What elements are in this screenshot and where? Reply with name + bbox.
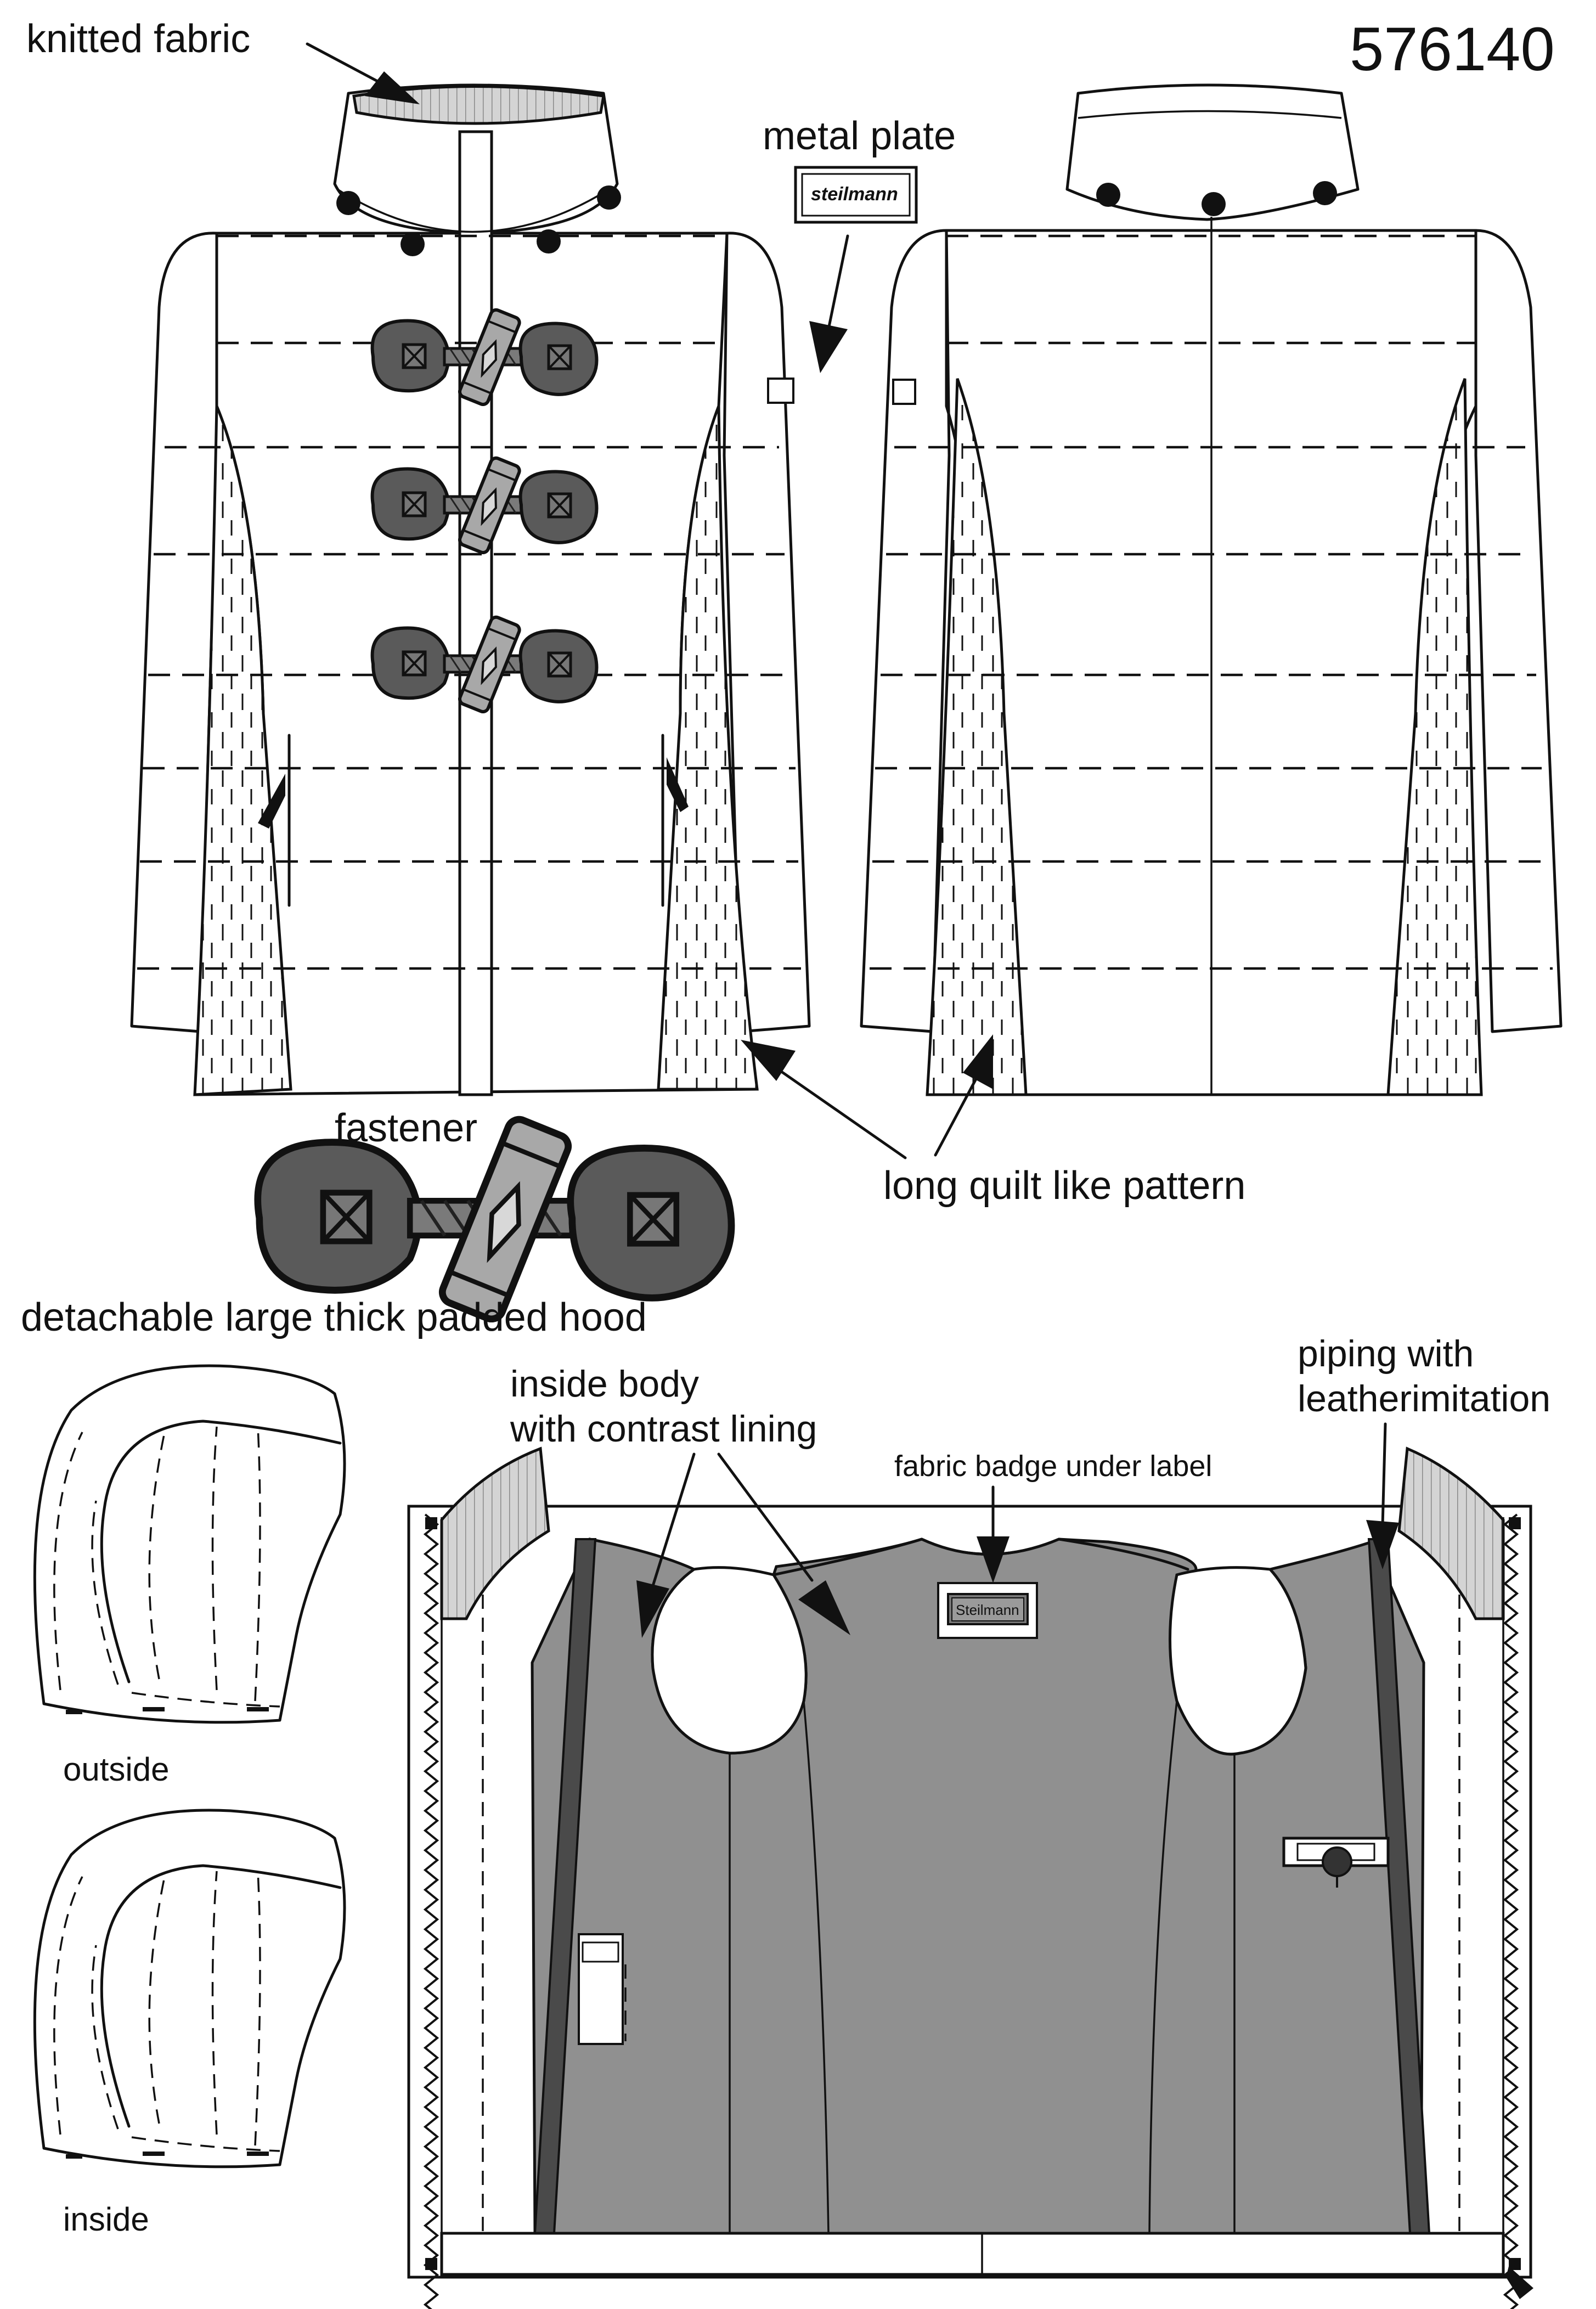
- sleeve-metal-plate: [892, 379, 916, 405]
- inside-rib-collar-left: [440, 1446, 550, 1620]
- collar-button: [1313, 181, 1337, 205]
- zip-teeth-right: [1503, 1513, 1519, 2309]
- arrow-icon: [798, 1580, 850, 1635]
- label-metal-plate: metal plate: [763, 114, 956, 158]
- label-inside-body-2: with contrast lining: [510, 1408, 817, 1450]
- metal-plate-brand: steilmann: [811, 184, 898, 205]
- metal-plate-illustration: [794, 166, 918, 224]
- zip-teeth-left: [423, 1513, 439, 2309]
- arrow-icon: [741, 1040, 796, 1081]
- style-number: 576140: [1350, 15, 1555, 83]
- badge-brand: Steilmann: [956, 1602, 1019, 1618]
- front-placket: [458, 130, 493, 1096]
- arrow-icon: [365, 71, 420, 104]
- inside-pocket-left: [578, 1933, 624, 2045]
- arrow-icon: [977, 1536, 1010, 1583]
- arrow-icon: [636, 1580, 669, 1638]
- jacket-back-view: [860, 83, 1563, 1096]
- front-collar: [333, 83, 619, 235]
- arrow-icon: [963, 1034, 993, 1089]
- label-knitted-fabric: knitted fabric: [26, 17, 250, 61]
- collar-button: [1096, 183, 1120, 207]
- collar-button: [336, 191, 360, 215]
- label-hood-inside: inside: [63, 2201, 149, 2238]
- back-quilt-lines: [870, 234, 1553, 970]
- label-fabric-badge: fabric badge under label: [894, 1450, 1212, 1483]
- jacket-front-view: [130, 83, 811, 1096]
- sleeve-metal-plate: [767, 378, 794, 404]
- fastener-detail: [258, 1116, 731, 1322]
- pocket-button: [1322, 1846, 1352, 1877]
- front-collar-knit: [352, 85, 605, 125]
- hood-inside: [33, 1809, 346, 2169]
- front-collar-seam: [337, 188, 610, 233]
- collar-button: [597, 185, 621, 210]
- label-hood-outside: outside: [63, 1751, 169, 1788]
- back-left-quilt-panel: [926, 378, 1028, 1096]
- label-piping-1: piping with: [1298, 1333, 1474, 1375]
- arrow-icon: [1366, 1520, 1399, 1569]
- front-left-quilt-panel: [193, 406, 292, 1096]
- collar-button: [401, 232, 425, 256]
- hood-outside: [33, 1364, 346, 1724]
- collar-button: [1202, 192, 1226, 216]
- front-right-sleeve: [723, 232, 811, 1033]
- back-left-sleeve: [860, 229, 951, 1033]
- back-collar: [1065, 83, 1360, 221]
- back-right-quilt-panel: [1386, 378, 1483, 1096]
- label-quilt-pattern: long quilt like pattern: [883, 1164, 1245, 1208]
- label-hood-title: detachable large thick padded hood: [21, 1296, 647, 1339]
- inside-body-view: Steilmann: [407, 1446, 1533, 2309]
- label-piping-2: leatherimitation: [1298, 1378, 1550, 1420]
- arrow-icon: [809, 321, 848, 373]
- hem-band: [440, 2232, 1505, 2276]
- collar-button: [537, 229, 561, 254]
- label-inside-body-1: inside body: [510, 1363, 699, 1405]
- back-right-sleeve: [1474, 229, 1563, 1033]
- inside-rib-collar-right: [1397, 1446, 1505, 1620]
- front-right-quilt-panel: [657, 406, 759, 1091]
- front-left-sleeve: [130, 232, 218, 1033]
